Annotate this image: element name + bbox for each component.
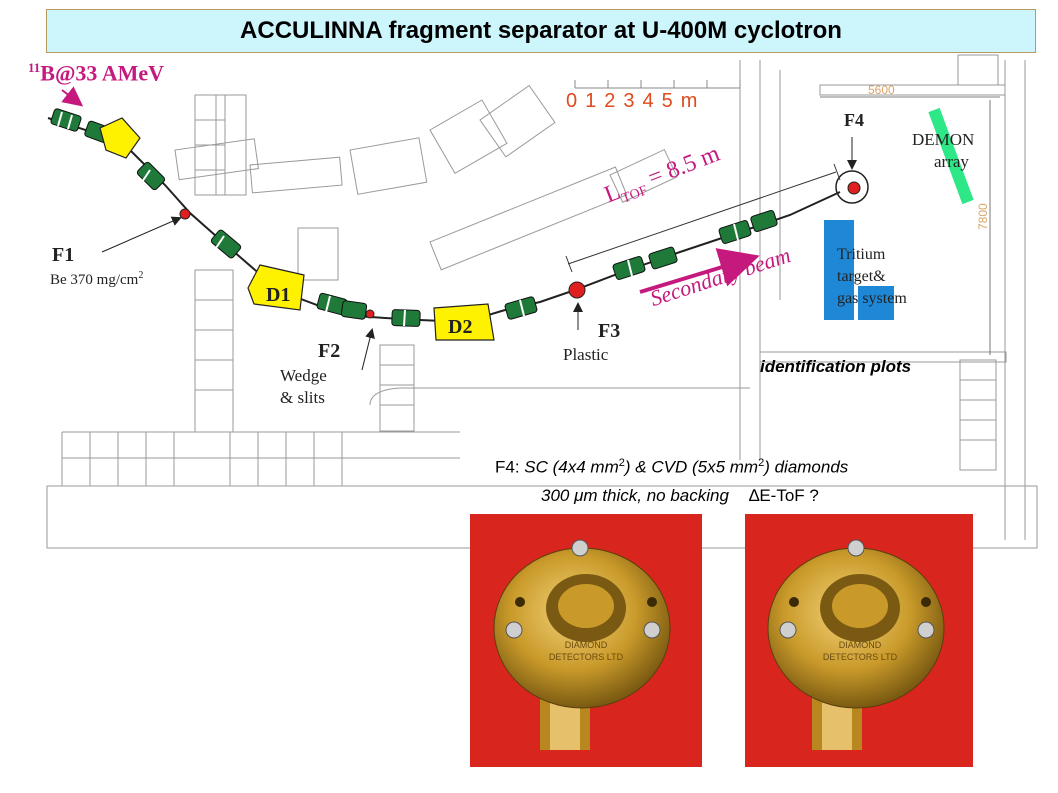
scale-unit: m [680,90,706,112]
tritium-block-left [824,220,854,320]
f2-pointer-arrow [361,328,375,371]
engraving-right-line1: DIAMOND [839,640,882,650]
dimension-width: 5600 [868,83,895,97]
dipole-d2-shape [433,303,495,341]
scale-tick-3: 3 [623,90,643,112]
floor-plan-background [46,54,1038,549]
demon-label-line2: array [934,152,969,171]
f4-label: F4 [844,110,864,130]
beam-mass-number: 11 [28,60,41,75]
caption-300: 300 [541,486,575,505]
dimension-lines [820,96,1000,355]
detector-photo-right [745,514,973,767]
caption-diamonds: ) diamonds [764,457,849,477]
f2-label: F2 [318,340,341,362]
primary-beam-label: 11B@33 AMeV [28,60,164,86]
caption-line2: 300 μm thick, no backing ∆E-ToF ? [541,486,819,506]
ltof-tick-left [565,255,573,273]
ltof-dimension-line [567,171,837,265]
dipole-d1-shape [247,264,305,311]
f4-chamber [835,170,869,204]
f1-pointer-arrow [101,216,182,253]
f1-detail-exp: 2 [138,270,144,281]
tritium-label-line3: gas system [837,290,907,307]
demon-array-bar [928,107,974,205]
f2-detail-line1: Wedge [280,366,327,385]
identification-plots-label: identification plots [760,357,912,376]
quadrupole-stripes [57,111,739,327]
f2-detail-line2: & slits [280,388,325,407]
caption-exp1: 2 [618,457,625,469]
f1-detail: Be 370 mg/cm2 [50,270,143,289]
scale-tick-5: 5 [661,90,681,112]
caption-delta: ∆ [748,486,760,505]
caption-thick: m thick, no backing [583,486,729,505]
caption-mu: μ [574,486,584,505]
dipole-d2-label: D2 [448,316,472,338]
tritium-label-line1: Tritium [837,246,886,263]
caption-etof: E-ToF ? [759,486,819,505]
demon-label-line1: DEMON [912,130,975,149]
dipole-pre [99,117,141,159]
scale-tick-2: 2 [604,90,624,112]
f3-label: F3 [598,320,621,342]
caption-line1: F4: SC (4x4 mm2) & CVD (5x5 mm2) diamond… [495,457,848,478]
f4-target [847,181,861,195]
f1-target [179,208,191,220]
caption-sc: SC (4x4 mm [524,457,619,477]
detector-photo-left [470,514,702,767]
f1-label: F1 [52,244,75,266]
f3-plastic-detector [568,281,586,299]
scale-bar-labels: 012345m [566,90,705,113]
engraving-right-line2: DETECTORS LTD [823,652,898,662]
title-banner: ACCULINNA fragment separator at U-400M c… [46,9,1036,53]
page-title: ACCULINNA fragment separator at U-400M c… [240,17,842,44]
f1-detail-text: Be 370 mg/cm [50,272,139,288]
tritium-block-right [858,286,894,320]
scale-tick-4: 4 [642,90,662,112]
dimension-height: 7800 [976,203,990,230]
ltof-tick-right [833,163,841,181]
caption-cvd: ) & CVD (5x5 mm [624,457,759,477]
dipole-d1-label: D1 [266,284,290,306]
caption-f4: F4: [495,457,525,477]
scale-bar [574,80,741,89]
beam-line [47,117,841,324]
f3-detail: Plastic [563,345,609,364]
caption-exp2: 2 [758,457,765,469]
scale-tick-0: 0 [566,90,586,112]
scale-tick-1: 1 [585,90,605,112]
tritium-label-line2: target& [837,268,886,285]
secondary-beam-arrow [639,248,760,294]
beam-entry-arrow [61,86,84,107]
engraving-left-line1: DIAMOND [565,640,608,650]
f2-target [365,309,375,319]
engraving-left-line2: DETECTORS LTD [549,652,624,662]
beam-text: B@33 AMeV [40,60,165,86]
